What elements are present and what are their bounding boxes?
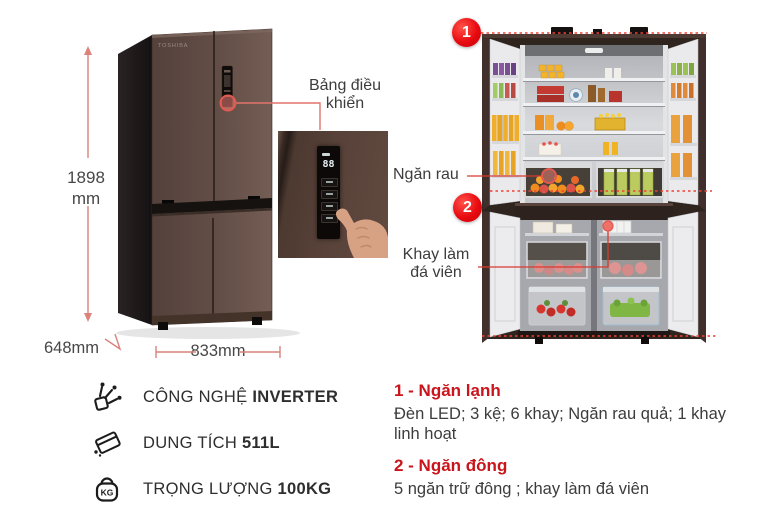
control-panel-label-line1: Bảng điều xyxy=(308,77,382,94)
height-dimension-label: 1898 mm xyxy=(50,167,122,210)
feature-weight: KG TRỌNG LƯỢNG 100KG xyxy=(88,466,388,512)
feature-inverter-text: CÔNG NGHỆ INVERTER xyxy=(143,388,338,407)
feature-value: 511L xyxy=(241,433,280,452)
section-fridge: 1 - Ngăn lạnh Đèn LED; 3 kệ; 6 khay; Ngă… xyxy=(394,381,746,445)
food-cake xyxy=(538,141,618,156)
inverter-icon xyxy=(88,378,126,416)
freezer-left-door xyxy=(482,211,521,343)
control-panel-label-line2: khiển xyxy=(325,95,365,113)
section-freezer-desc: 5 ngăn trữ đông ; khay làm đá viên xyxy=(394,479,650,498)
height-unit: mm xyxy=(71,189,101,209)
open-fridge-feet xyxy=(518,331,670,344)
closed-fridge-illustration: TOSHIBA xyxy=(116,28,300,339)
inset-control-strip: 88 xyxy=(317,146,340,239)
panel-button xyxy=(321,178,338,187)
feature-capacity-text: DUNG TÍCH 511L xyxy=(143,434,280,453)
ice-cube-tray xyxy=(602,220,632,234)
section-fridge-title: 1 - Ngăn lạnh xyxy=(394,381,501,400)
temperature-display: 88 xyxy=(322,159,335,170)
feature-label: TRỌNG LƯỢNG xyxy=(143,479,273,498)
fridge-shadow xyxy=(116,327,300,339)
section-freezer: 2 - Ngăn đông 5 ngăn trữ đông ; khay làm… xyxy=(394,456,746,499)
feature-list: CÔNG NGHỆ INVERTER DUNG TÍCH 511L xyxy=(88,374,388,512)
panel-button xyxy=(321,190,338,199)
feature-weight-text: TRỌNG LƯỢNG 100KG xyxy=(143,480,331,499)
height-value: 1898 xyxy=(67,168,105,187)
door-control-panel xyxy=(221,65,233,108)
capacity-icon xyxy=(88,424,126,462)
hand-icon xyxy=(335,208,388,258)
cans-drawer xyxy=(596,162,664,198)
feature-value: 100KG xyxy=(277,479,332,498)
depth-dimension-label: 648mm xyxy=(44,339,100,357)
ice-tray-label: Khay làm đá viên xyxy=(396,246,476,283)
width-dimension-label: 833mm xyxy=(190,342,246,360)
food-trays xyxy=(537,85,622,102)
vegetable-drawer xyxy=(524,162,592,198)
freezer-right-door xyxy=(667,211,706,343)
feature-capacity: DUNG TÍCH 511L xyxy=(88,420,388,466)
section-descriptions: 1 - Ngăn lạnh Đèn LED; 3 kệ; 6 khay; Ngă… xyxy=(394,381,746,510)
fridge-side-panel xyxy=(118,35,152,325)
vegetable-drawer-label: Ngăn rau xyxy=(393,166,459,183)
fridge-feet xyxy=(158,317,262,330)
food-fruit xyxy=(535,113,626,131)
fridge-front: TOSHIBA xyxy=(151,28,273,326)
compartment-divider xyxy=(515,203,673,220)
kg-label: KG xyxy=(101,488,114,498)
badge-fridge-section: 1 xyxy=(452,18,481,47)
feature-inverter: CÔNG NGHỆ INVERTER xyxy=(88,374,388,420)
feature-label: DUNG TÍCH xyxy=(143,433,238,452)
panel-button xyxy=(321,202,338,211)
weight-icon: KG xyxy=(88,470,126,508)
section-fridge-desc: Đèn LED; 3 kệ; 6 khay; Ngăn rau quả; 1 k… xyxy=(394,405,727,444)
ice-tray-label-line1: Khay làm xyxy=(402,246,470,263)
fridge-left-door xyxy=(482,37,521,211)
feature-value: INVERTER xyxy=(252,387,339,406)
brand-logo: TOSHIBA xyxy=(158,43,188,49)
freezer-compartment xyxy=(520,220,668,333)
badge-freezer-section: 2 xyxy=(453,193,482,222)
ice-tray-label-line2: đá viên xyxy=(410,264,462,282)
feature-label: CÔNG NGHỆ xyxy=(143,387,248,406)
section-freezer-title: 2 - Ngăn đông xyxy=(394,455,508,475)
panel-indicator-icon xyxy=(322,153,330,156)
food-cups xyxy=(538,64,621,79)
fridge-right-door xyxy=(667,37,706,211)
control-panel-label: Bảng điều khiển xyxy=(302,77,388,114)
control-panel-inset: 88 xyxy=(278,131,388,258)
open-fridge-illustration xyxy=(482,27,706,344)
panel-button xyxy=(321,214,338,223)
fridge-compartment xyxy=(520,45,668,203)
fridge-handle-bar xyxy=(152,196,272,217)
